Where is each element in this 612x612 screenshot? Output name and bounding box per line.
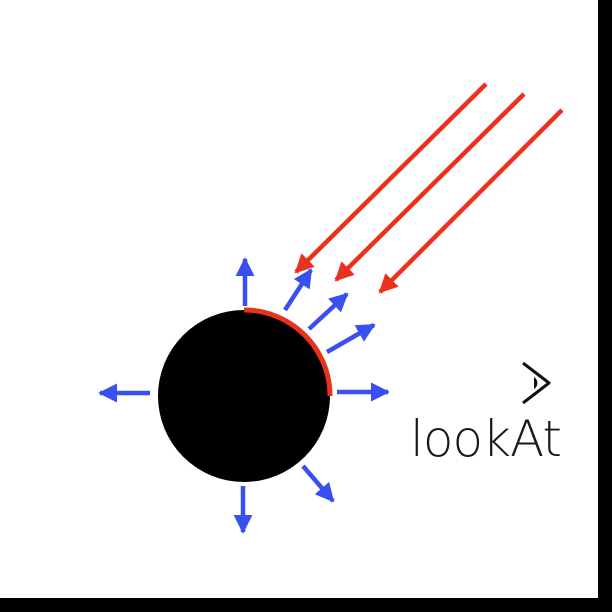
normal-arrow-up-right-1 [283, 268, 313, 312]
light-ray-1 [294, 82, 488, 274]
normal-arrow-up-right-2 [307, 292, 349, 331]
light-ray-3 [378, 108, 564, 294]
lookat-label: lookAt [410, 410, 562, 468]
diagram-canvas: lookAt [0, 0, 598, 598]
normal-arrow-down-right [301, 464, 335, 503]
surface-normal-arrows [98, 257, 390, 534]
light-ray-2 [334, 92, 526, 282]
incoming-light-rays [294, 82, 564, 294]
lit-highlight-arc [243, 307, 333, 397]
sphere [158, 310, 330, 482]
eye-icon [522, 361, 551, 405]
eye-icon-iris [534, 377, 538, 389]
lighting-diagram [98, 82, 564, 534]
eye-icon-outline [522, 361, 551, 405]
normal-arrow-up-right-3 [325, 323, 376, 354]
